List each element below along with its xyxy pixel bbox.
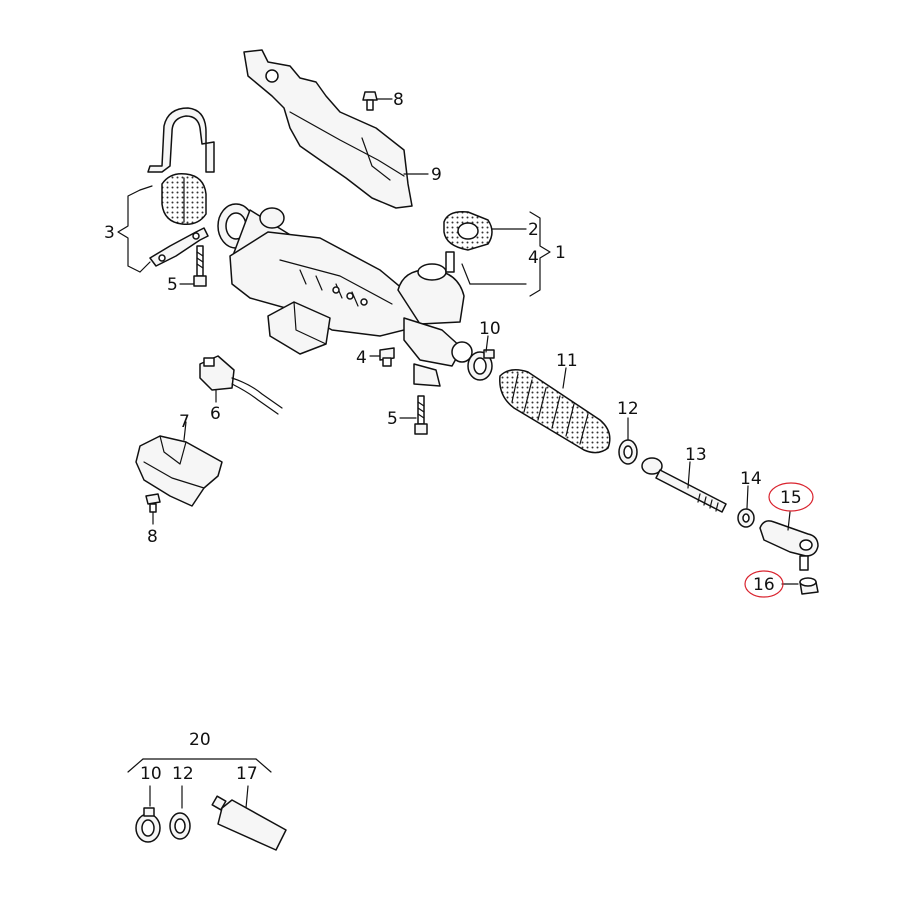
callout-9: 9: [431, 165, 442, 185]
bolt-part-4[interactable]: [379, 347, 395, 367]
callout-8-bottom: 8: [147, 527, 158, 547]
callout-4-right: 4: [528, 248, 539, 268]
callout-15: 15: [780, 488, 802, 508]
callout-4-left: 4: [356, 348, 367, 368]
clamp-part-12-kit[interactable]: [169, 812, 191, 840]
callout-16: 16: [753, 575, 775, 595]
screw-part-5-left[interactable]: [193, 245, 207, 287]
cover-part-7[interactable]: [135, 435, 223, 507]
clamp-part-12[interactable]: [618, 439, 638, 465]
heat-shield-part-9[interactable]: [243, 49, 413, 209]
callout-6: 6: [210, 404, 221, 424]
callout-11: 11: [556, 351, 578, 371]
highlight-ring-15: [768, 482, 814, 512]
callout-2: 2: [528, 220, 539, 240]
mount-bushing-part-2[interactable]: [443, 210, 493, 251]
callout-12-kit: 12: [172, 764, 194, 784]
callout-8-top: 8: [393, 90, 404, 110]
callout-12: 12: [617, 399, 639, 419]
mounting-clamp-part-3[interactable]: [147, 107, 215, 267]
callout-7: 7: [179, 412, 190, 432]
inner-tie-rod-part-13[interactable]: [641, 457, 727, 513]
highlight-ring-16: [744, 570, 784, 598]
callout-20: 20: [189, 730, 211, 750]
steering-rack-housing[interactable]: [217, 203, 473, 387]
grease-tube-part-17[interactable]: [211, 795, 287, 851]
screw-part-5-right[interactable]: [414, 395, 428, 435]
callout-10-kit: 10: [140, 764, 162, 784]
callout-13: 13: [685, 445, 707, 465]
nut-part-14[interactable]: [737, 508, 755, 528]
steering-boot-part-11[interactable]: [499, 369, 611, 454]
lock-nut-part-16[interactable]: [799, 577, 819, 595]
callout-5-left: 5: [167, 275, 178, 295]
clamp-part-10-kit[interactable]: [135, 807, 161, 843]
clamp-part-10[interactable]: [467, 349, 495, 381]
tie-rod-end-part-15[interactable]: [759, 520, 819, 571]
callout-5-right: 5: [387, 409, 398, 429]
bolt-part-8-bottom[interactable]: [145, 493, 161, 513]
sensor-part-6[interactable]: [199, 355, 283, 415]
callout-17: 17: [236, 764, 258, 784]
callout-10: 10: [479, 319, 501, 339]
callout-1: 1: [555, 243, 566, 263]
bolt-part-8-top[interactable]: [362, 91, 378, 111]
callout-14: 14: [740, 469, 762, 489]
callout-3: 3: [104, 223, 115, 243]
